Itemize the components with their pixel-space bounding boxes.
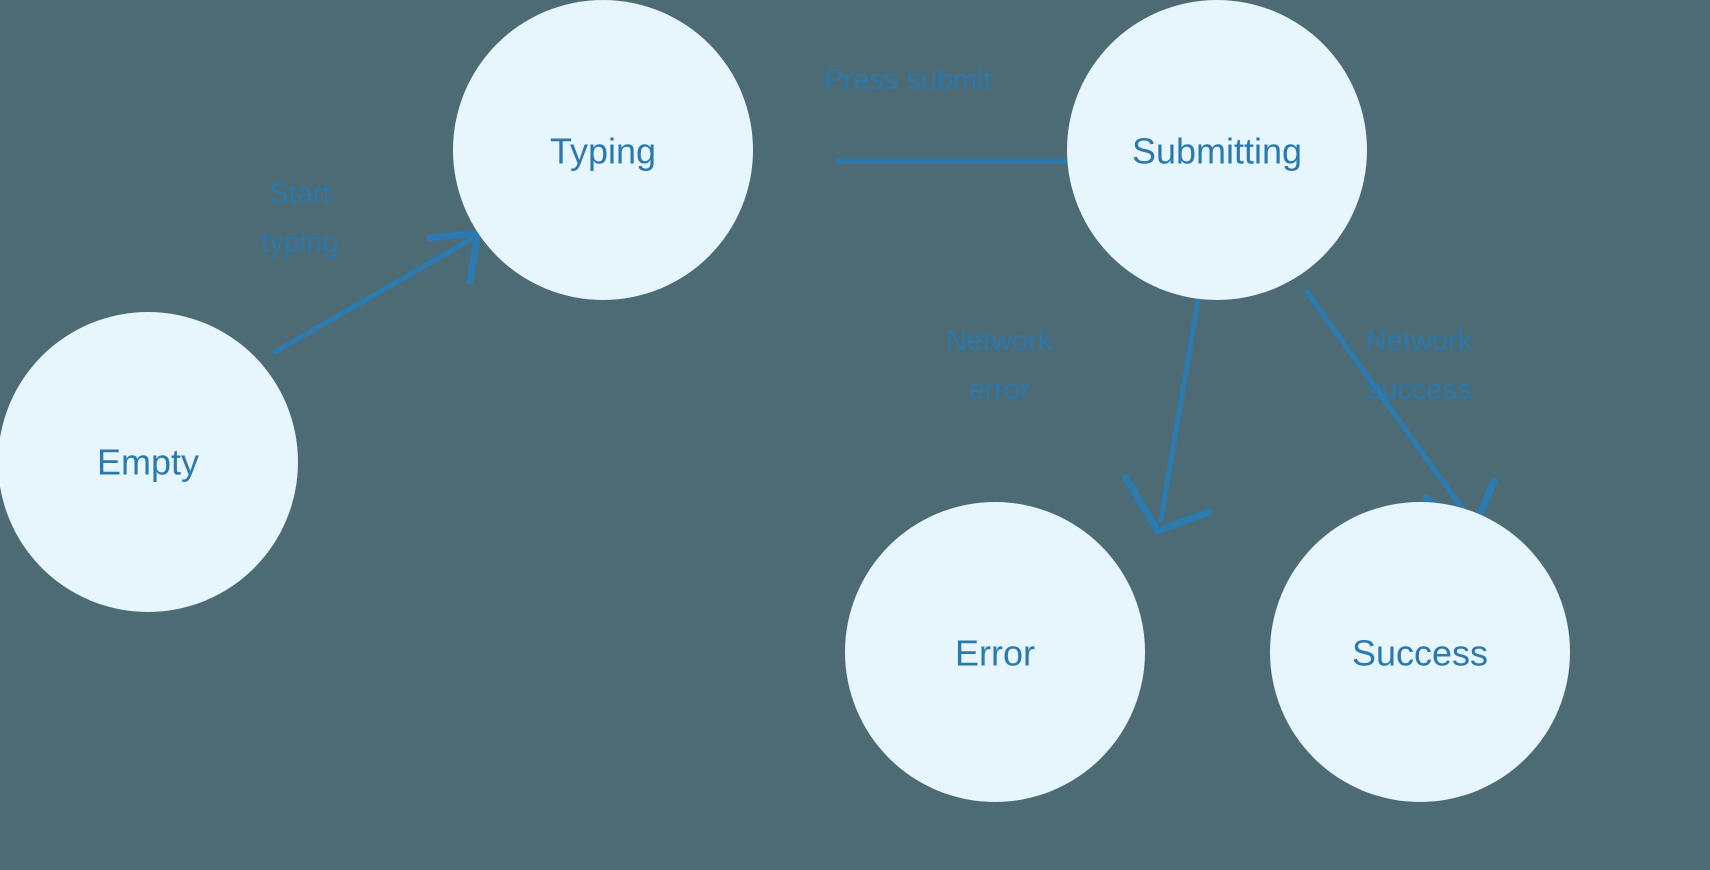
edge-empty-to-typing-arrowhead bbox=[426, 229, 482, 285]
edge-submitting-to-success-line bbox=[1304, 289, 1472, 521]
node-typing[interactable]: Typing bbox=[453, 0, 753, 300]
edge-submitting-to-error-arrowhead bbox=[1122, 474, 1213, 535]
node-typing-circle[interactable] bbox=[453, 0, 753, 300]
edge-label-submitting-to-error: Network error bbox=[946, 325, 1053, 406]
node-success[interactable]: Success bbox=[1270, 502, 1570, 802]
node-empty-circle[interactable] bbox=[0, 312, 298, 612]
edge-label-submitting-to-success-line-1: Network bbox=[1366, 325, 1473, 357]
edge-empty-to-typing bbox=[272, 229, 482, 355]
node-success-circle[interactable] bbox=[1270, 502, 1570, 802]
edge-label-submitting-to-success-line-2: success bbox=[1367, 374, 1472, 406]
node-success-label: Success bbox=[1352, 633, 1488, 674]
node-empty-label: Empty bbox=[97, 442, 199, 483]
edge-label-submitting-to-error-line-1: Network bbox=[946, 325, 1053, 357]
node-submitting-label: Submitting bbox=[1132, 131, 1302, 172]
node-typing-label: Typing bbox=[550, 131, 656, 172]
edge-label-submitting-to-error-line-2: error bbox=[968, 374, 1030, 406]
edge-label-empty-to-typing-line-1: Start bbox=[269, 178, 330, 210]
node-empty[interactable]: Empty bbox=[0, 312, 298, 612]
node-error[interactable]: Error bbox=[845, 502, 1145, 802]
edge-label-empty-to-typing: Start typing bbox=[261, 178, 338, 259]
edge-submitting-to-error bbox=[1122, 297, 1213, 535]
edge-label-submitting-to-success: Network success bbox=[1366, 325, 1473, 406]
node-error-circle[interactable] bbox=[845, 502, 1145, 802]
edge-label-typing-to-submitting: Press submit bbox=[824, 64, 992, 96]
edge-label-typing-to-submitting-line-1: Press submit bbox=[824, 64, 992, 96]
edge-empty-to-typing-line bbox=[272, 237, 473, 355]
edge-submitting-to-error-line bbox=[1158, 297, 1201, 523]
node-error-label: Error bbox=[955, 633, 1035, 674]
edge-label-empty-to-typing-line-2: typing bbox=[261, 227, 338, 259]
node-submitting-circle[interactable] bbox=[1067, 0, 1367, 300]
node-submitting[interactable]: Submitting bbox=[1067, 0, 1367, 300]
